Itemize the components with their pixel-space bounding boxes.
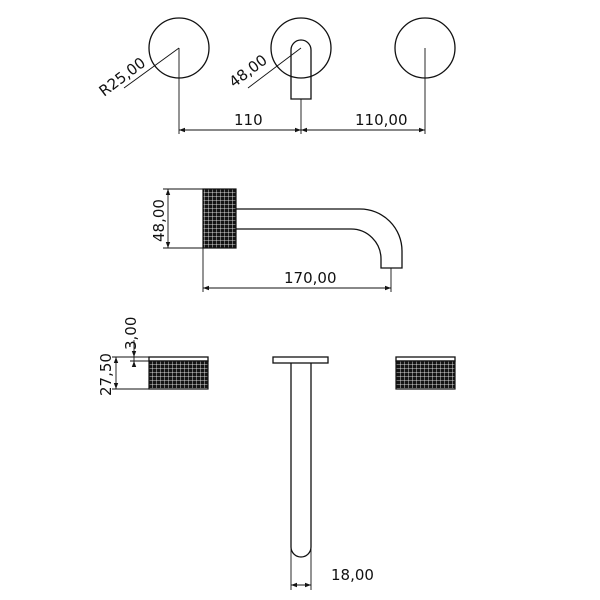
side-view: 48,00 170,00 — [150, 188, 403, 292]
front-left-handle-plate — [148, 356, 209, 362]
spout-plate — [270, 17, 332, 79]
plate-label: 3,00 — [122, 317, 140, 350]
side-knurled-body — [202, 188, 237, 249]
top-view: R25,00 48,00 110 110,00 — [96, 17, 456, 134]
front-view: 27,50 3,00 18,00 — [97, 317, 456, 590]
spout-diameter-leader — [247, 47, 302, 89]
front-left-handle-knurl — [148, 360, 209, 390]
spout-top-shape — [290, 39, 312, 100]
radius-leader — [123, 47, 180, 89]
front-spout-plate — [272, 356, 329, 364]
front-right-handle-knurl — [395, 360, 456, 390]
front-right-handle-plate — [395, 356, 456, 362]
projection-label: 170,00 — [284, 269, 337, 287]
spout-width-label: 18,00 — [331, 566, 374, 584]
side-height-label: 48,00 — [150, 199, 168, 242]
spacing-left-label: 110 — [234, 111, 263, 129]
front-spout-body — [290, 363, 312, 558]
overall-height-label: 27,50 — [97, 353, 115, 396]
radius-label: R25,00 — [96, 54, 149, 100]
side-spout-curve — [236, 208, 403, 269]
spout-diameter-label: 48,00 — [226, 51, 271, 91]
spacing-right-label: 110,00 — [355, 111, 408, 129]
